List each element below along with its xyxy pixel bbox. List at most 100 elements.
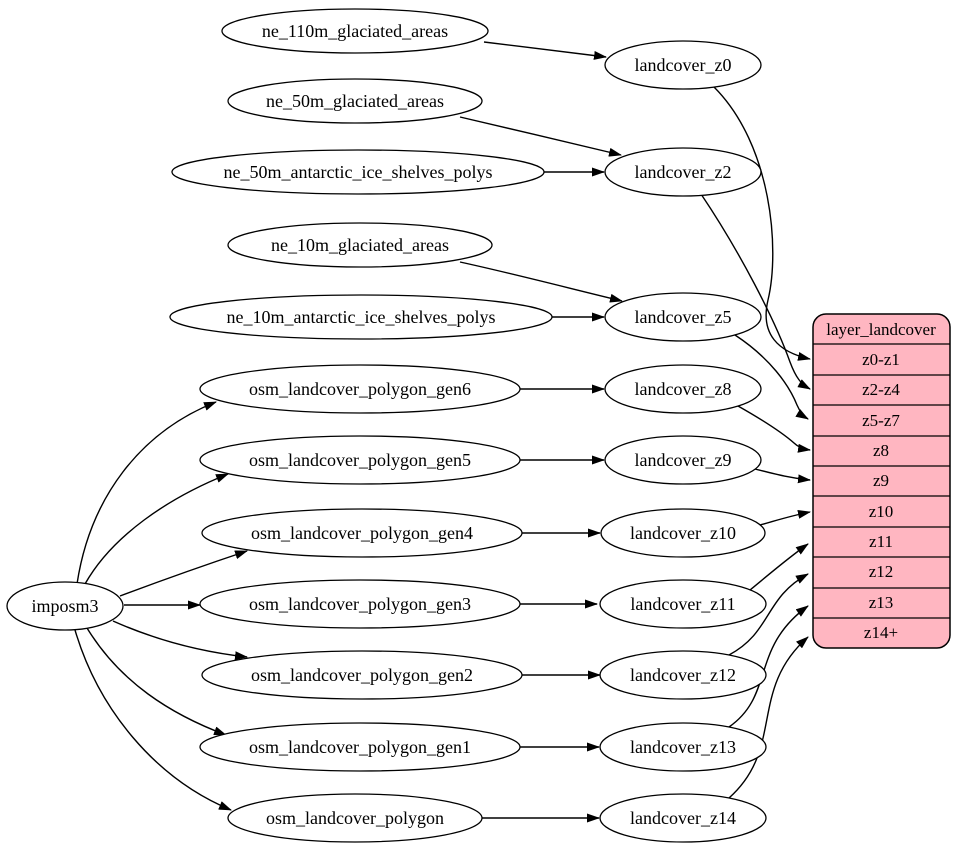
osm_landcover_polygon_gen5-label: osm_landcover_polygon_gen5 bbox=[249, 450, 471, 470]
node-osm_landcover_polygon_gen1: osm_landcover_polygon_gen1 bbox=[199, 722, 521, 772]
record-row-z5-z7: z5-z7 bbox=[862, 411, 900, 430]
edge-landcover_z10-row-z10 bbox=[759, 509, 811, 526]
ne_10m_antarctic_ice_shelves_polys-ellipse bbox=[169, 294, 553, 340]
record-row-z11: z11 bbox=[869, 532, 893, 551]
node-landcover_z9: landcover_z9 bbox=[604, 435, 762, 485]
landcover_z2-ellipse bbox=[604, 147, 762, 197]
edge-landcover_z0-row-z0-z1 bbox=[713, 86, 811, 361]
landcover_z0-label: landcover_z0 bbox=[635, 55, 732, 75]
record-node-layer-landcover: layer_landcover z0-z1 z2-z4 z5-z7 z8 z9 … bbox=[812, 313, 951, 649]
ne_50m_antarctic_ice_shelves_polys-label: ne_50m_antarctic_ice_shelves_polys bbox=[224, 162, 493, 182]
record-row-z8: z8 bbox=[873, 441, 889, 460]
edge-landcover_z8-row-z8 bbox=[737, 405, 811, 453]
node-osm_landcover_polygon_gen3: osm_landcover_polygon_gen3 bbox=[199, 579, 521, 629]
edge-ne_10m_glaciated_areas-landcover_z5 bbox=[459, 261, 623, 303]
edge-landcover_z12-row-z12 bbox=[728, 573, 809, 656]
landcover_z10-label: landcover_z10 bbox=[630, 523, 736, 543]
record-row-z12: z12 bbox=[869, 562, 894, 581]
edge-imposm3-osm_landcover_polygon_gen6 bbox=[76, 401, 217, 585]
osm_landcover_polygon-ellipse bbox=[227, 793, 483, 843]
layer_landcover-box bbox=[812, 313, 951, 649]
osm_landcover_polygon_gen2-ellipse bbox=[201, 650, 523, 700]
osm_landcover_polygon_gen6-ellipse bbox=[199, 364, 521, 414]
edge-ne_50m_glaciated_areas-landcover_z2 bbox=[459, 116, 622, 157]
landcover_z11-ellipse bbox=[599, 579, 767, 629]
ne_10m_antarctic_ice_shelves_polys-label: ne_10m_antarctic_ice_shelves_polys bbox=[227, 307, 496, 327]
osm_landcover_polygon_gen6-label: osm_landcover_polygon_gen6 bbox=[249, 379, 471, 399]
landcover_z9-ellipse bbox=[604, 435, 762, 485]
edge-landcover_z11-row-z11 bbox=[749, 543, 809, 591]
landcover_z2-label: landcover_z2 bbox=[635, 162, 732, 182]
ne_50m_glaciated_areas-ellipse bbox=[227, 78, 483, 124]
edge-imposm3-osm_landcover_polygon_gen1 bbox=[86, 627, 227, 736]
landcover_z0-ellipse bbox=[604, 40, 762, 90]
landcover_z5-label: landcover_z5 bbox=[635, 307, 732, 327]
node-landcover_z0: landcover_z0 bbox=[604, 40, 762, 90]
edge-landcover_z14-row-z14 bbox=[728, 636, 809, 799]
ne_50m_glaciated_areas-label: ne_50m_glaciated_areas bbox=[266, 91, 444, 111]
ne_110m_glaciated_areas-ellipse bbox=[221, 8, 489, 54]
osm_landcover_polygon_gen4-label: osm_landcover_polygon_gen4 bbox=[251, 523, 473, 543]
node-landcover_z5: landcover_z5 bbox=[604, 292, 762, 342]
edges-importer bbox=[74, 401, 248, 811]
edge-imposm3-osm_landcover_polygon_gen2 bbox=[112, 620, 248, 661]
layer_landcover-title: layer_landcover bbox=[826, 320, 936, 339]
node-landcover_z13: landcover_z13 bbox=[599, 722, 767, 772]
edge-ne_110m_glaciated_areas-landcover_z0 bbox=[483, 41, 607, 60]
osm_landcover_polygon_gen1-ellipse bbox=[199, 722, 521, 772]
imposm3-label: imposm3 bbox=[31, 596, 98, 616]
node-ne_50m_antarctic_ice_shelves_polys: ne_50m_antarctic_ice_shelves_polys bbox=[171, 149, 545, 195]
node-osm_landcover_polygon: osm_landcover_polygon bbox=[227, 793, 483, 843]
edge-imposm3-osm_landcover_polygon_gen5 bbox=[84, 473, 229, 585]
node-osm_landcover_polygon_gen4: osm_landcover_polygon_gen4 bbox=[201, 508, 523, 558]
landcover_z12-label: landcover_z12 bbox=[630, 665, 736, 685]
landcover_z8-label: landcover_z8 bbox=[635, 379, 732, 399]
osm_landcover_polygon_gen3-ellipse bbox=[199, 579, 521, 629]
osm_landcover_polygon_gen2-label: osm_landcover_polygon_gen2 bbox=[251, 665, 473, 685]
landcover_z14-ellipse bbox=[599, 793, 767, 843]
edge-landcover_z5-row-z5-z7 bbox=[734, 334, 809, 420]
osm_landcover_polygon_gen4-ellipse bbox=[201, 508, 523, 558]
imposm3-ellipse bbox=[6, 581, 124, 631]
node-ne_50m_glaciated_areas: ne_50m_glaciated_areas bbox=[227, 78, 483, 124]
landcover_z9-label: landcover_z9 bbox=[635, 450, 732, 470]
osm_landcover_polygon-label: osm_landcover_polygon bbox=[266, 808, 444, 828]
edge-landcover_z9-row-z9 bbox=[754, 468, 811, 484]
edges-sources bbox=[459, 41, 623, 823]
record-row-z0-z1: z0-z1 bbox=[862, 350, 900, 369]
landcover_z13-label: landcover_z13 bbox=[630, 737, 736, 757]
edge-landcover_z2-row-z2-z4 bbox=[700, 193, 811, 390]
osm_landcover_polygon_gen3-label: osm_landcover_polygon_gen3 bbox=[249, 594, 471, 614]
landcover_z12-ellipse bbox=[599, 650, 767, 700]
node-osm_landcover_polygon_gen5: osm_landcover_polygon_gen5 bbox=[199, 435, 521, 485]
node-landcover_z2: landcover_z2 bbox=[604, 147, 762, 197]
ne_10m_glaciated_areas-ellipse bbox=[227, 222, 493, 268]
node-osm_landcover_polygon_gen6: osm_landcover_polygon_gen6 bbox=[199, 364, 521, 414]
edge-imposm3-osm_landcover_polygon bbox=[74, 629, 232, 811]
edge-imposm3-osm_landcover_polygon_gen4 bbox=[119, 550, 248, 597]
ne_110m_glaciated_areas-label: ne_110m_glaciated_areas bbox=[262, 21, 448, 41]
landcover_z11-label: landcover_z11 bbox=[630, 594, 735, 614]
landcover_z10-ellipse bbox=[600, 508, 766, 558]
osm_landcover_polygon_gen5-ellipse bbox=[199, 435, 521, 485]
node-landcover_z11: landcover_z11 bbox=[599, 579, 767, 629]
node-landcover_z10: landcover_z10 bbox=[600, 508, 766, 558]
node-landcover_z14: landcover_z14 bbox=[599, 793, 767, 843]
node-ne_10m_glaciated_areas: ne_10m_glaciated_areas bbox=[227, 222, 493, 268]
landcover_z13-ellipse bbox=[599, 722, 767, 772]
record-row-z9: z9 bbox=[873, 471, 889, 490]
record-row-z14: z14+ bbox=[864, 623, 898, 642]
ne_10m_glaciated_areas-label: ne_10m_glaciated_areas bbox=[271, 235, 449, 255]
node-ne_10m_antarctic_ice_shelves_polys: ne_10m_antarctic_ice_shelves_polys bbox=[169, 294, 553, 340]
record-row-z13: z13 bbox=[869, 593, 894, 612]
record-row-z2-z4: z2-z4 bbox=[862, 380, 900, 399]
node-landcover_z8: landcover_z8 bbox=[604, 364, 762, 414]
osm_landcover_polygon_gen1-label: osm_landcover_polygon_gen1 bbox=[249, 737, 471, 757]
landcover_z5-ellipse bbox=[604, 292, 762, 342]
ne_50m_antarctic_ice_shelves_polys-ellipse bbox=[171, 149, 545, 195]
node-ne_110m_glaciated_areas: ne_110m_glaciated_areas bbox=[221, 8, 489, 54]
landcover_z8-ellipse bbox=[604, 364, 762, 414]
landcover_z14-label: landcover_z14 bbox=[630, 808, 736, 828]
